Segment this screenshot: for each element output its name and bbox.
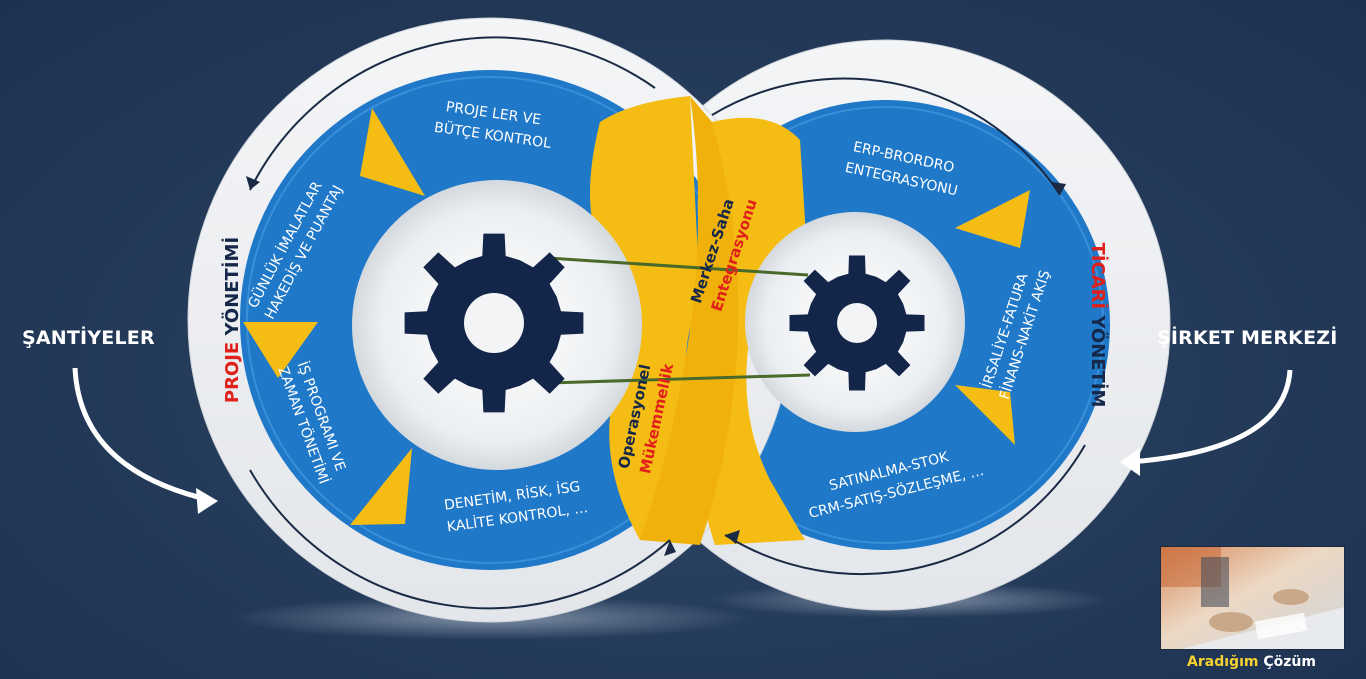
right-pointer-top (955, 190, 1030, 248)
left-ring-arrow-bottom (249, 469, 671, 610)
gear-right-hole (837, 303, 877, 343)
right-pointer-bottom (955, 385, 1015, 445)
left-ring-title: PROJE YÖNETİMİ (221, 237, 243, 403)
gear-left-hole (464, 293, 524, 353)
sirket-merkezi-arrow (1129, 369, 1293, 465)
solution-thumbnail-image[interactable] (1160, 546, 1345, 650)
belt-top (547, 256, 809, 277)
left-pointer-mid (243, 322, 318, 378)
sirket-merkezi-label: ŞİRKET MERKEZİ (1157, 327, 1338, 349)
right-ring-arrow-bottom (724, 444, 1086, 576)
left-pointer-top (360, 108, 425, 196)
belt-bottom (547, 373, 811, 385)
gear-small-icon (789, 255, 925, 391)
solution-caption: Aradığım Çözüm (1187, 654, 1316, 670)
right-ring-arrow-top (711, 77, 1061, 196)
left-pointer-bottom (350, 448, 412, 525)
santiyeler-arrow (72, 367, 211, 503)
left-ring-arrow-top (249, 36, 656, 191)
santiyeler-label: ŞANTİYELER (22, 327, 155, 349)
right-ring-title: TİCARİ YÖNETİM (1087, 243, 1109, 408)
gear-large-icon (404, 233, 584, 413)
